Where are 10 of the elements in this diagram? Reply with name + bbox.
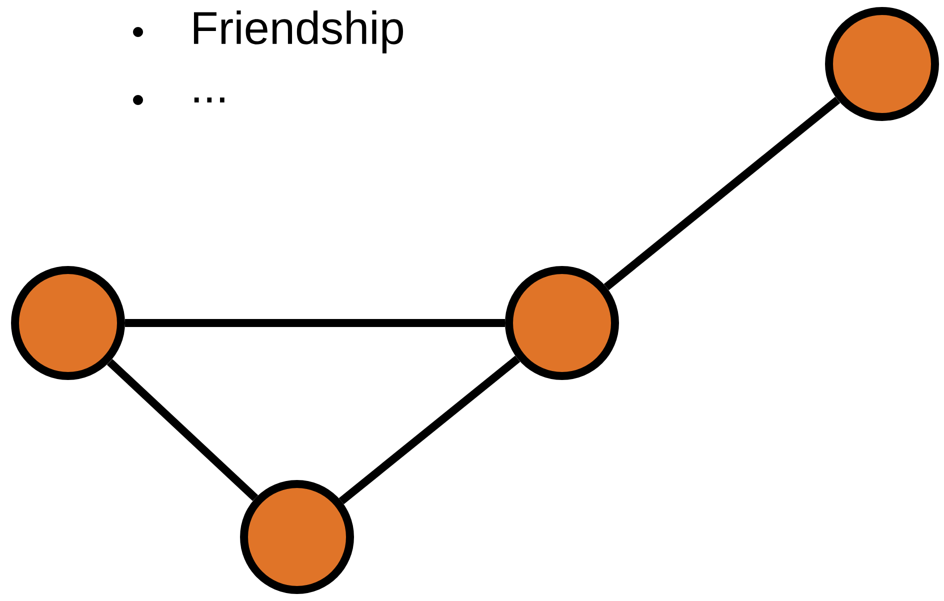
circle-node (505, 266, 619, 380)
edge-line (106, 358, 258, 501)
circle-node (11, 266, 125, 380)
circle-node (240, 480, 354, 594)
list-item: ... (194, 98, 224, 102)
edge-line (604, 96, 840, 290)
edge-line (125, 318, 505, 327)
list-item: Friendship (194, 10, 403, 54)
circle-node (825, 6, 939, 121)
edge-line (338, 356, 520, 504)
